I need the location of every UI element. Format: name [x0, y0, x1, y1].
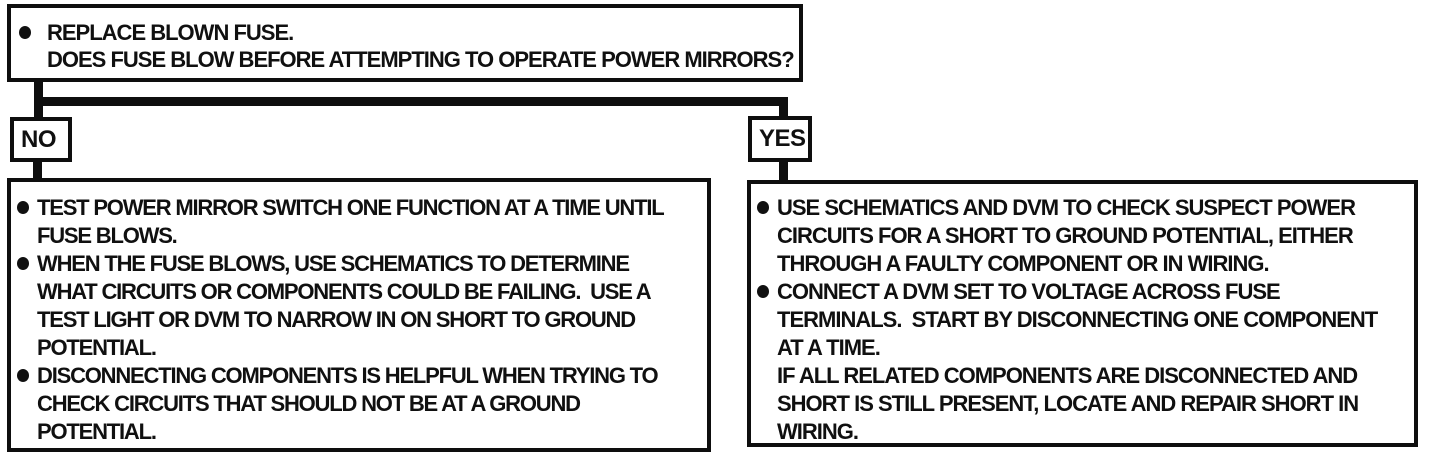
bullet-icon	[17, 369, 29, 382]
instruction-text: WHEN THE FUSE BLOWS, USE SCHEMATICS TO D…	[37, 251, 652, 360]
bullet-icon	[17, 257, 29, 270]
yes-branch-instructions-box: USE SCHEMATICS AND DVM TO CHECK SUSPECT …	[747, 180, 1418, 447]
instruction-item: WHEN THE FUSE BLOWS, USE SCHEMATICS TO D…	[17, 250, 703, 362]
instruction-item: CONNECT A DVM SET TO VOLTAGE ACROSS FUSE…	[757, 278, 1410, 446]
connector-yes-to-box	[779, 158, 788, 184]
no-label-text: NO	[21, 125, 57, 153]
no-branch-instructions-box: TEST POWER MIRROR SWITCH ONE FUNCTION AT…	[7, 178, 711, 452]
instruction-text: TEST POWER MIRROR SWITCH ONE FUNCTION AT…	[37, 195, 665, 248]
root-bullet-item: REPLACE BLOWN FUSE. DOES FUSE BLOW BEFOR…	[19, 19, 795, 73]
bullet-icon	[19, 26, 31, 39]
bullet-icon	[757, 201, 769, 214]
yes-label-text: YES	[759, 125, 806, 152]
instruction-text: DISCONNECTING COMPONENTS IS HELPFUL WHEN…	[37, 363, 659, 444]
instruction-item: USE SCHEMATICS AND DVM TO CHECK SUSPECT …	[757, 194, 1410, 278]
instruction-item: TEST POWER MIRROR SWITCH ONE FUNCTION AT…	[17, 194, 703, 250]
instruction-item: DISCONNECTING COMPONENTS IS HELPFUL WHEN…	[17, 362, 703, 446]
connector-branch-bar	[34, 97, 788, 106]
root-question-text: REPLACE BLOWN FUSE. DOES FUSE BLOW BEFOR…	[47, 20, 795, 72]
instruction-text: USE SCHEMATICS AND DVM TO CHECK SUSPECT …	[777, 195, 1356, 276]
no-decision-label: NO	[10, 117, 72, 162]
connector-yes-down	[779, 97, 788, 119]
connector-no-to-box	[33, 158, 42, 182]
bullet-icon	[17, 201, 29, 214]
instruction-text: CONNECT A DVM SET TO VOLTAGE ACROSS FUSE…	[777, 279, 1378, 444]
bullet-icon	[757, 285, 769, 298]
yes-decision-label: YES	[748, 116, 812, 162]
root-question-box: REPLACE BLOWN FUSE. DOES FUSE BLOW BEFOR…	[7, 4, 803, 82]
